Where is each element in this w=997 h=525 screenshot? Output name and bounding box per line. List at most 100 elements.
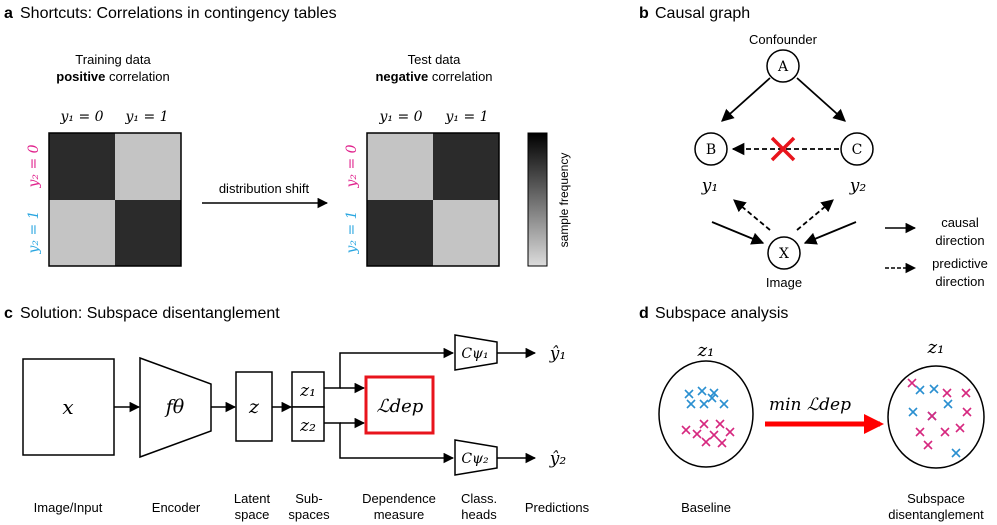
encoder-symbol: fθ (164, 396, 185, 418)
disentangled-label-2: disentanglement (888, 507, 984, 522)
panel-c-title: Solution: Subspace disentanglement (20, 305, 280, 322)
test-col-y1-0: y₁ = 0 (378, 109, 422, 125)
test-row-y2-0: y₂ = 0 (344, 144, 360, 188)
test-cell-00 (367, 133, 433, 200)
legend-causal-line1: causal (941, 215, 979, 230)
baseline-marker-blue (697, 386, 707, 396)
train-label-line1: Training data (75, 52, 151, 67)
input-box (22, 358, 115, 456)
class-head-1 (454, 334, 498, 371)
input-symbol: x (62, 395, 73, 419)
latent-box (235, 371, 273, 442)
panel-d: d Subspace analysis z₁ z₁ min ℒdep Basel… (639, 305, 985, 522)
z1-right-label: z₁ (927, 337, 945, 358)
train-row-y2-0: y₂ = 0 (26, 144, 42, 188)
encoder-trapezoid (139, 356, 212, 459)
colorbar-label: sample frequency (557, 153, 571, 248)
test-cell-01 (433, 133, 499, 200)
baseline-ellipse (658, 360, 754, 468)
dependence-loss-box (364, 375, 435, 435)
disentangled-markers (907, 378, 972, 458)
caption-dep-1: Dependence (362, 491, 436, 506)
node-b-label: B (706, 142, 716, 158)
caption-image-input: Image/Input (34, 500, 103, 515)
caption-class-2: heads (461, 507, 497, 522)
disentangled-marker-blue (908, 407, 918, 417)
node-c (840, 132, 874, 166)
disentangled-marker-pink (942, 388, 952, 398)
confounder-label: Confounder (749, 32, 818, 47)
baseline-label: Baseline (681, 500, 731, 515)
edge-y1-x (711, 221, 765, 245)
caption-class-1: Class. (461, 491, 497, 506)
dependence-loss-symbol: ℒdep (377, 396, 424, 417)
test-cell-11 (433, 200, 499, 266)
disentangled-ellipse (887, 365, 985, 469)
panel-b: b Causal graph Confounder A B C X y₁ y₂ … (639, 5, 988, 290)
train-cell-01 (115, 133, 181, 200)
train-label-line2: positive correlation (56, 69, 169, 84)
train-row-y2-1: y₂ = 1 (26, 210, 42, 254)
subspace-z2-box (291, 406, 325, 442)
baseline-marker-pink (701, 437, 711, 447)
baseline-marker-blue (684, 389, 694, 399)
panel-b-letter: b (639, 5, 649, 22)
prediction-1-symbol: ŷ₁ (549, 344, 566, 364)
caption-predictions: Predictions (525, 500, 590, 515)
colorbar (527, 132, 548, 267)
baseline-marker-pink (717, 438, 727, 448)
latent-symbol: z (248, 396, 260, 418)
train-col-y1-0: y₁ = 0 (59, 109, 103, 125)
y1-label: y₁ (701, 176, 718, 196)
panel-b-title: Causal graph (655, 5, 750, 22)
legend-predictive-line2: direction (935, 274, 984, 289)
disentangled-marker-pink (923, 440, 933, 450)
panel-a: a Shortcuts: Correlations in contingency… (4, 5, 571, 267)
caption-sub-1: Sub- (295, 491, 322, 506)
disentangled-marker-pink (962, 407, 972, 417)
test-label-line2: negative correlation (375, 69, 492, 84)
y2-label: y₂ (849, 176, 867, 196)
panel-a-letter: a (4, 5, 13, 22)
class-head-2-symbol: Cψ₂ (461, 451, 489, 467)
baseline-marker-blue (686, 399, 696, 409)
caption-latent-2: space (235, 507, 270, 522)
panel-c-letter: c (4, 305, 13, 322)
disentangled-marker-pink (955, 423, 965, 433)
node-a (766, 49, 800, 83)
disentangled-marker-pink (915, 427, 925, 437)
node-x-label: X (779, 246, 789, 262)
min-loss-label: min ℒdep (769, 395, 851, 415)
train-cell-11 (115, 200, 181, 266)
panel-d-letter: d (639, 305, 649, 322)
disentangled-marker-blue (943, 399, 953, 409)
edge-a-b (721, 77, 771, 122)
disentangled-marker-pink (961, 388, 971, 398)
test-row-y2-1: y₂ = 1 (344, 210, 360, 254)
baseline-marker-pink (709, 430, 719, 440)
caption-sub-2: spaces (288, 507, 330, 522)
image-label: Image (766, 275, 802, 290)
shift-label: distribution shift (219, 181, 310, 196)
caption-latent-1: Latent (234, 491, 271, 506)
node-x (767, 236, 801, 270)
test-contingency-table (366, 132, 500, 267)
baseline-marker-pink (681, 425, 691, 435)
panel-a-title: Shortcuts: Correlations in contingency t… (20, 5, 337, 22)
train-cell-10 (49, 200, 115, 266)
test-label-line1: Test data (408, 52, 462, 67)
node-a-label: A (777, 59, 789, 75)
baseline-marker-pink (725, 427, 735, 437)
caption-dep-2: measure (374, 507, 425, 522)
edge-y2-x (803, 221, 857, 245)
subspace-z1-symbol: z₁ (299, 381, 316, 401)
panel-c: c Solution: Subspace disentanglement x f… (4, 305, 590, 522)
edge-x-y2-predictive (796, 199, 834, 231)
legend-predictive-line1: predictive (932, 256, 988, 271)
edge-x-y1-predictive (733, 199, 771, 231)
cross-icon (770, 136, 796, 162)
edge-a-c (796, 77, 846, 122)
test-cell-10 (367, 200, 433, 266)
train-contingency-table (48, 132, 182, 267)
